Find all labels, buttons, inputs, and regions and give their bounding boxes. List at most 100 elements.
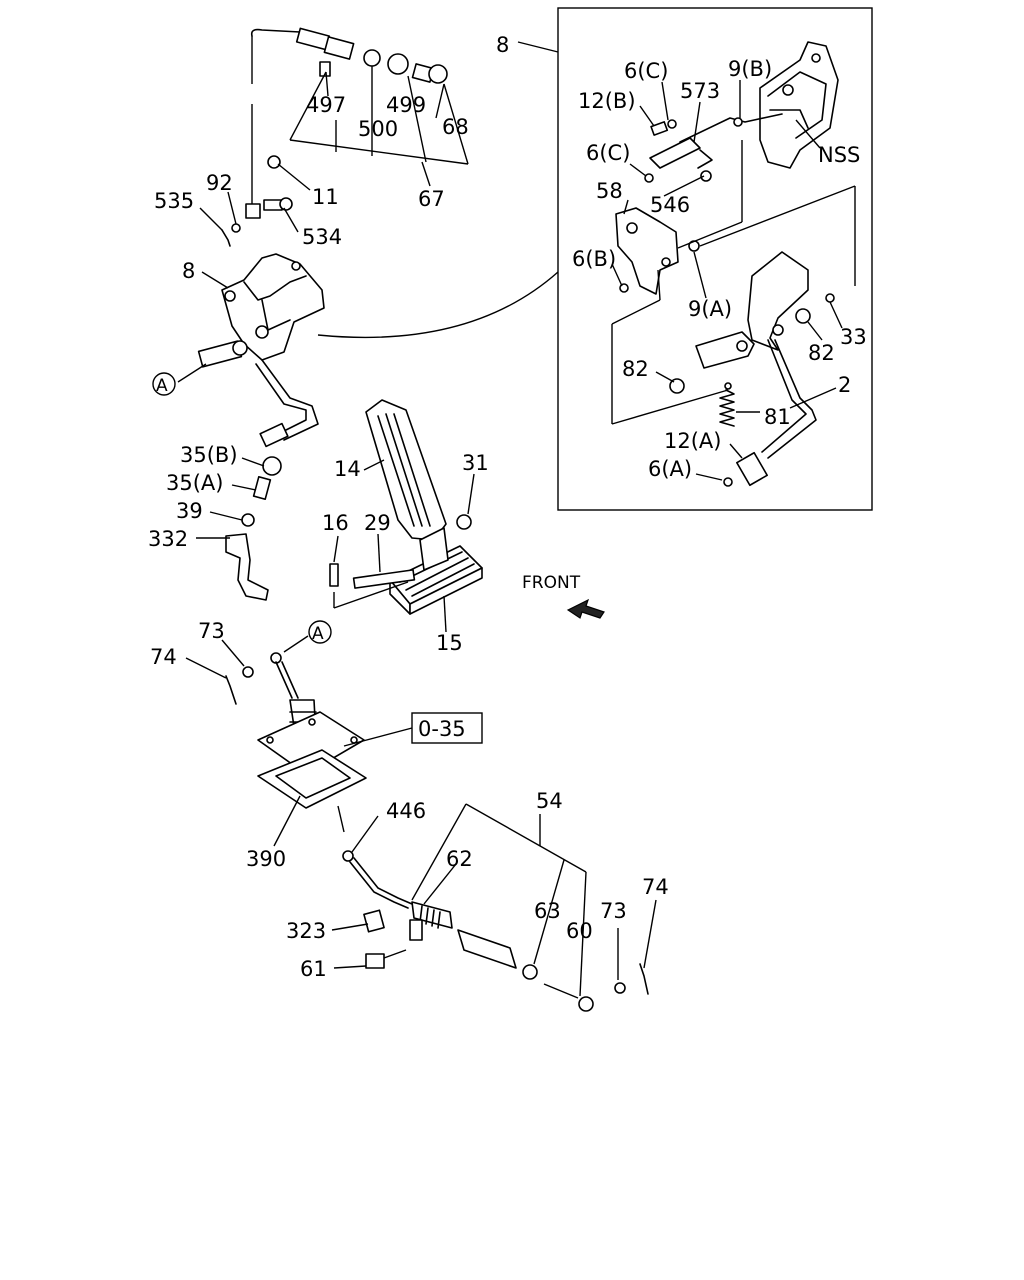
label-63: 63 (534, 899, 561, 923)
leader-lines (177, 71, 843, 980)
part-labels: 8 6(C) 9(B) 12(B) 573 6(C) NSS 58 546 6(… (148, 33, 867, 981)
label-573: 573 (680, 79, 720, 103)
clutch-pedal-arm-2 (747, 251, 817, 459)
reference-box-0-35: 0-35 (411, 712, 483, 744)
spring-bracket (695, 331, 755, 369)
label-2: 2 (838, 373, 851, 397)
rod-446 (337, 805, 354, 862)
label-8-top: 8 (496, 33, 509, 57)
label-8-left: 8 (182, 259, 195, 283)
callout-a-lower-text: A (312, 624, 324, 644)
bushing-82-right (795, 308, 811, 324)
clip-535 (221, 229, 231, 247)
end-60 (543, 983, 594, 1012)
bolt-16 (329, 563, 339, 587)
callout-a-lower: A (308, 620, 332, 644)
label-497: 497 (306, 93, 346, 117)
label-62: 62 (446, 847, 473, 871)
bracket-58 (615, 207, 679, 301)
label-58: 58 (596, 179, 623, 203)
bolt-323 (363, 909, 385, 933)
inset-assembly-lines (611, 140, 856, 425)
washer-92 (231, 223, 241, 233)
front-arrow-icon (566, 598, 605, 619)
bolt-497 (319, 61, 331, 77)
pin-29 (352, 569, 416, 589)
reference-0-35-text: 0-35 (418, 717, 466, 741)
label-31: 31 (462, 451, 489, 475)
label-54: 54 (536, 789, 563, 813)
label-12b: 12(B) (578, 89, 636, 113)
pedal-bracket-8 (197, 253, 325, 448)
clip-74-upper (225, 675, 237, 705)
label-534: 534 (302, 225, 342, 249)
group-54-lines (411, 803, 587, 997)
label-9b: 9(B) (728, 57, 772, 81)
label-9a: 9(A) (688, 297, 732, 321)
label-39: 39 (176, 499, 203, 523)
washer-73-upper (242, 666, 254, 678)
nut-11 (267, 155, 281, 169)
bushing-546 (700, 170, 712, 182)
clutch-cable (250, 28, 301, 212)
callout-a-upper-text: A (156, 376, 168, 396)
nss-bracket (759, 41, 839, 169)
label-499: 499 (386, 93, 426, 117)
label-16: 16 (322, 511, 349, 535)
gasket-390 (257, 749, 367, 809)
label-82-left: 82 (622, 357, 649, 381)
label-33: 33 (840, 325, 867, 349)
washer-31 (456, 514, 472, 530)
label-6c-b: 6(C) (586, 141, 630, 165)
label-6a: 6(A) (648, 457, 692, 481)
bolt-534 (263, 197, 293, 211)
label-535: 535 (154, 189, 194, 213)
label-446: 446 (386, 799, 426, 823)
label-74-upper: 74 (150, 645, 177, 669)
nut-63 (522, 964, 538, 980)
label-6b: 6(B) (572, 247, 616, 271)
label-73-upper: 73 (198, 619, 225, 643)
bolt-61 (365, 949, 407, 969)
label-82-right: 82 (808, 341, 835, 365)
label-67: 67 (418, 187, 445, 211)
label-15: 15 (436, 631, 463, 655)
pad-12a (736, 451, 768, 487)
control-cable-54 (349, 857, 517, 969)
group-lines-15 (333, 581, 409, 609)
label-81: 81 (764, 405, 791, 429)
pedal-shaft-573 (649, 113, 783, 169)
label-68: 68 (442, 115, 469, 139)
bushing-499 (387, 53, 409, 75)
label-60: 60 (566, 919, 593, 943)
detail-inset-box (317, 7, 873, 511)
label-61: 61 (300, 957, 327, 981)
group-67-lines (289, 66, 469, 187)
return-spring-81 (719, 382, 735, 427)
callout-a-upper: A (152, 372, 176, 396)
label-390: 390 (246, 847, 286, 871)
label-14: 14 (334, 457, 361, 481)
bolt-68 (411, 63, 448, 84)
label-323: 323 (286, 919, 326, 943)
cable-end-fitting (295, 27, 355, 60)
clip-6a (723, 477, 733, 487)
label-29: 29 (364, 511, 391, 535)
label-546: 546 (650, 193, 690, 217)
label-35a: 35(A) (166, 471, 223, 495)
label-73-lower: 73 (600, 899, 627, 923)
bolt-35a (252, 475, 272, 501)
label-12a: 12(A) (664, 429, 721, 453)
clevis (245, 203, 261, 219)
label-nss: NSS (818, 143, 860, 167)
stopper-35b (262, 456, 282, 476)
pin-12b (650, 119, 677, 136)
clip-6c (644, 173, 654, 183)
label-332: 332 (148, 527, 188, 551)
seal-500 (363, 49, 381, 67)
label-74-lower: 74 (642, 875, 669, 899)
pedal-base-15 (389, 527, 483, 615)
label-92: 92 (206, 171, 233, 195)
label-front: FRONT (522, 573, 581, 593)
